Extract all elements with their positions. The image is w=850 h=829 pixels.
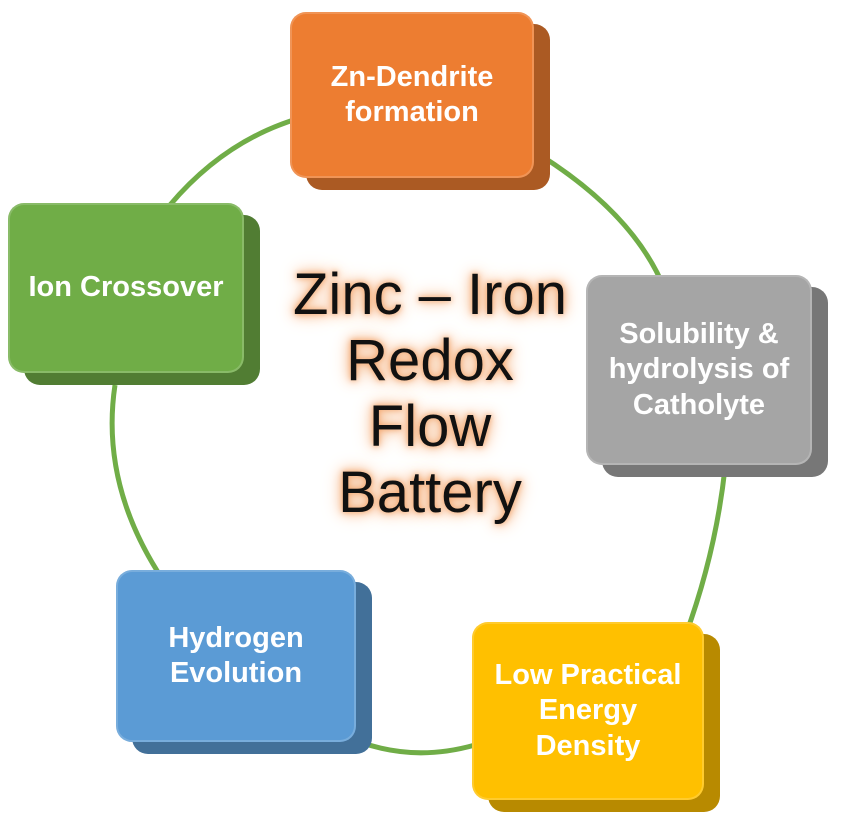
- node-energy-density: Low Practical Energy Density: [472, 622, 720, 812]
- ring-arc-left: [109, 384, 166, 582]
- node-zn-dendrite: Zn-Dendrite formation: [290, 12, 550, 190]
- ring-arc-top-right: [538, 152, 668, 291]
- node-hydrogen: Hydrogen Evolution: [116, 570, 372, 754]
- node-label-zn-dendrite: Zn-Dendrite formation: [330, 60, 494, 128]
- node-label-ion-crossover: Ion Crossover: [28, 271, 224, 304]
- center-title: Zinc – Iron Redox Flow Battery: [293, 262, 567, 525]
- node-solubility: Solubility & hydrolysis of Catholyte: [586, 275, 828, 477]
- ring-arc-bottom: [359, 739, 476, 756]
- node-label-solubility: Solubility & hydrolysis of Catholyte: [608, 317, 790, 421]
- node-label-hydrogen: Hydrogen Evolution: [168, 621, 304, 689]
- node-ion-crossover: Ion Crossover: [8, 203, 260, 385]
- ring-arc-top-left: [168, 115, 301, 207]
- node-label-energy-density: Low Practical Energy Density: [494, 658, 682, 762]
